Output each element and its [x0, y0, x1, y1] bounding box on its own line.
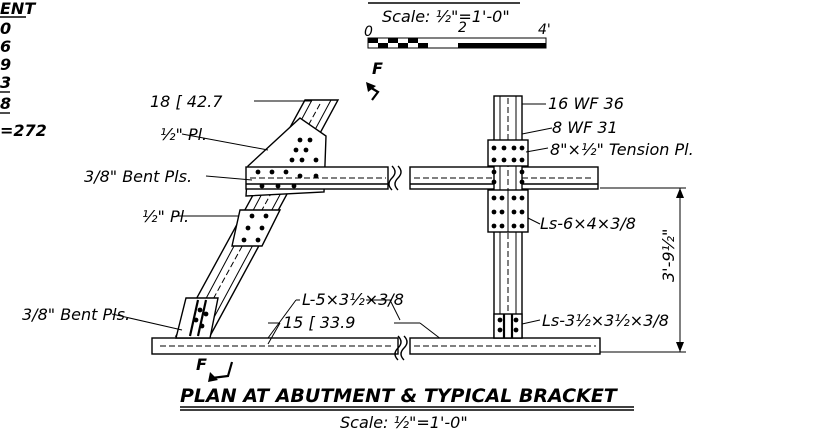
drawing-scale: Scale: ½"=1'-0"	[340, 413, 468, 432]
label-angles-bracket: Ls-6×4×3/8	[540, 214, 636, 233]
legend-title: ENT	[0, 0, 36, 18]
height-dimension: 3'-9½"	[600, 187, 686, 353]
section-f-bottom-label: F	[196, 355, 207, 374]
top-scale-tick-4: 4'	[538, 22, 551, 38]
legend-value-5: 8	[0, 94, 11, 113]
top-scale-label: Scale: ½"=1'-0"	[382, 7, 510, 26]
center-leaders	[267, 299, 451, 347]
top-scale: Scale: ½"=1'-0" 0 2 4'	[364, 2, 551, 49]
label-column: 16 WF 36	[548, 94, 624, 113]
bottom-channel-left	[151, 337, 399, 355]
label-bent-plates-lower: 3/8" Bent Pls.	[22, 305, 130, 324]
legend-value-2: 6	[0, 37, 11, 56]
typical-bracket-assembly	[409, 95, 601, 355]
brace-bolts	[193, 137, 319, 329]
label-half-plate-top: ½" Pl.	[160, 125, 207, 144]
label-beam: 8 WF 31	[552, 118, 618, 137]
legend-value-3: 9	[0, 55, 11, 74]
label-bent-plates-upper: 3/8" Bent Pls.	[84, 167, 192, 186]
top-scale-tick-0: 0	[364, 24, 373, 40]
section-f-top-label: F	[372, 59, 383, 78]
label-angles-base: Ls-3½×3½×3/8	[542, 311, 669, 330]
title-block: PLAN AT ABUTMENT & TYPICAL BRACKET Scale…	[180, 385, 634, 432]
label-half-plate-mid: ½" Pl.	[142, 207, 189, 226]
legend-top-left: ENT 0 6 9 3 8 =272	[0, 0, 47, 140]
label-channel-bottom: 15 [ 33.9	[283, 313, 355, 332]
lower-brace-plate	[231, 209, 282, 247]
label-height-dim: 3'-9½"	[659, 229, 678, 282]
right-leaders	[521, 103, 553, 325]
left-leaders	[111, 100, 312, 331]
top-scale-tick-2: 2	[458, 20, 467, 36]
label-channel-brace: 18 [ 42.7	[150, 92, 223, 111]
base-angles	[493, 313, 523, 339]
label-tension-plate: 8"×½" Tension Pl.	[550, 140, 694, 159]
bracket-bolts	[491, 145, 525, 333]
legend-total: =272	[0, 121, 47, 140]
drawing-title: PLAN AT ABUTMENT & TYPICAL BRACKET	[180, 385, 619, 407]
abutment-brace-assembly	[151, 99, 399, 355]
section-f-bottom: F	[196, 355, 234, 382]
legend-value-4: 3	[0, 73, 11, 92]
label-angle-bottom: L-5×3½×3/8	[302, 290, 404, 309]
break-marks	[388, 165, 408, 361]
legend-value-1: 0	[0, 19, 11, 38]
section-f-top: F	[366, 59, 383, 101]
